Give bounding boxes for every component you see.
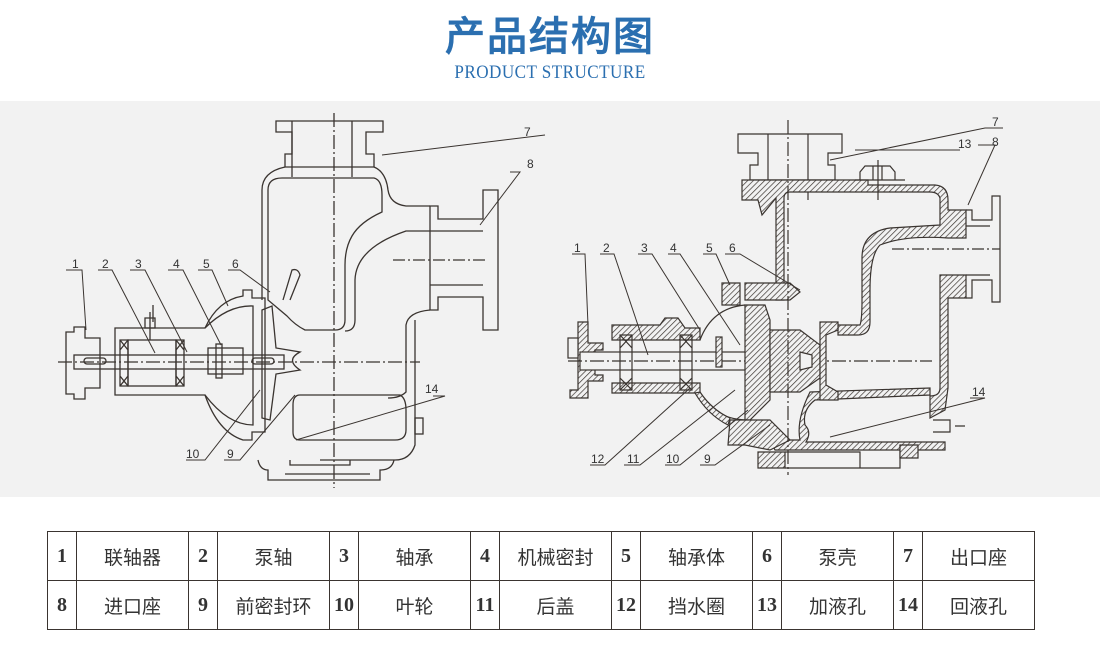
right-callout-labels: 1 2 3 4 5 6 7 8 9 10 11 12 13 14 — [574, 115, 999, 466]
part-name: 联轴器 — [76, 531, 189, 581]
left-callout-10: 10 — [186, 447, 200, 461]
part-number: 10 — [329, 580, 359, 630]
part-name: 轴承 — [358, 531, 471, 581]
right-callout-13: 13 — [958, 137, 972, 151]
part-number: 3 — [329, 531, 359, 581]
left-casing-outer — [261, 166, 430, 300]
right-bearing-1 — [619, 334, 633, 391]
left-bearing-1 — [119, 339, 129, 387]
left-inlet-flange — [429, 189, 499, 331]
part-number: 2 — [188, 531, 218, 581]
right-callout-10: 10 — [666, 452, 680, 466]
part-name: 机械密封 — [499, 531, 612, 581]
left-leaders — [66, 134, 546, 461]
part-number: 5 — [611, 531, 641, 581]
right-pump-diagram — [567, 120, 1003, 475]
left-callout-2: 2 — [102, 257, 109, 271]
part-name: 轴承体 — [640, 531, 753, 581]
part-name: 加液孔 — [781, 580, 894, 630]
diagram-canvas: 1 2 3 4 5 6 7 8 9 10 14 — [58, 113, 1003, 488]
right-callout-4: 4 — [670, 241, 677, 255]
left-callout-3: 3 — [135, 257, 142, 271]
part-name: 回液孔 — [922, 580, 1035, 630]
right-callout-12: 12 — [591, 452, 605, 466]
left-callout-9: 9 — [227, 447, 234, 461]
diagram-panel: 1 2 3 4 5 6 7 8 9 10 14 — [0, 101, 1100, 497]
part-name: 后盖 — [499, 580, 612, 630]
part-name: 出口座 — [922, 531, 1035, 581]
left-bearing-2 — [175, 339, 185, 387]
left-callout-5: 5 — [203, 257, 210, 271]
part-name: 泵轴 — [217, 531, 330, 581]
left-callout-6: 6 — [232, 257, 239, 271]
left-base — [257, 459, 395, 481]
right-leaders — [572, 127, 1003, 466]
part-name: 泵壳 — [781, 531, 894, 581]
left-coupling — [65, 326, 101, 400]
part-number: 1 — [47, 531, 77, 581]
right-callout-7: 7 — [992, 115, 999, 129]
right-casing-side — [929, 274, 967, 419]
part-number: 13 — [752, 580, 782, 630]
part-name: 叶轮 — [358, 580, 471, 630]
right-callout-1: 1 — [574, 241, 581, 255]
part-name: 挡水圈 — [640, 580, 753, 630]
left-callout-4: 4 — [173, 257, 180, 271]
part-number: 9 — [188, 580, 218, 630]
table-row: 1 联轴器 2 泵轴 3 轴承 4 机械密封 5 轴承体 6 泵壳 7 出口座 — [47, 531, 1035, 581]
part-number: 4 — [470, 531, 500, 581]
part-name: 进口座 — [76, 580, 189, 630]
left-bearing-housing — [114, 289, 266, 441]
left-callout-labels: 1 2 3 4 5 6 7 8 9 10 14 — [72, 125, 534, 461]
right-callout-6: 6 — [729, 241, 736, 255]
left-callout-8: 8 — [527, 157, 534, 171]
right-callout-14: 14 — [972, 385, 986, 399]
part-number: 8 — [47, 580, 77, 630]
part-number: 11 — [470, 580, 500, 630]
page-title: 产品结构图 — [445, 14, 655, 60]
table-row: 8 进口座 9 前密封环 10 叶轮 11 后盖 12 挡水圈 13 加液孔 1… — [47, 580, 1035, 630]
part-number: 6 — [752, 531, 782, 581]
right-callout-11: 11 — [627, 452, 640, 466]
left-impeller — [261, 305, 302, 421]
right-callout-9: 9 — [704, 452, 711, 466]
right-callout-2: 2 — [603, 241, 610, 255]
left-callout-7: 7 — [524, 125, 531, 139]
page-subtitle: PRODUCT STRUCTURE — [454, 62, 646, 83]
left-callout-1: 1 — [72, 257, 79, 271]
part-number: 14 — [893, 580, 923, 630]
part-number: 7 — [893, 531, 923, 581]
right-bearing-2 — [679, 334, 693, 391]
right-back-cover — [721, 282, 801, 306]
right-callout-5: 5 — [706, 241, 713, 255]
right-callout-8: 8 — [992, 135, 999, 149]
right-casing-bottom — [769, 387, 946, 451]
parts-table: 1 联轴器 2 泵轴 3 轴承 4 机械密封 5 轴承体 6 泵壳 7 出口座 … — [47, 531, 1035, 630]
right-callout-3: 3 — [641, 241, 648, 255]
left-pump-diagram — [58, 113, 546, 488]
part-number: 12 — [611, 580, 641, 630]
part-name: 前密封环 — [217, 580, 330, 630]
left-callout-14: 14 — [425, 382, 439, 396]
right-casing-top — [741, 179, 967, 336]
